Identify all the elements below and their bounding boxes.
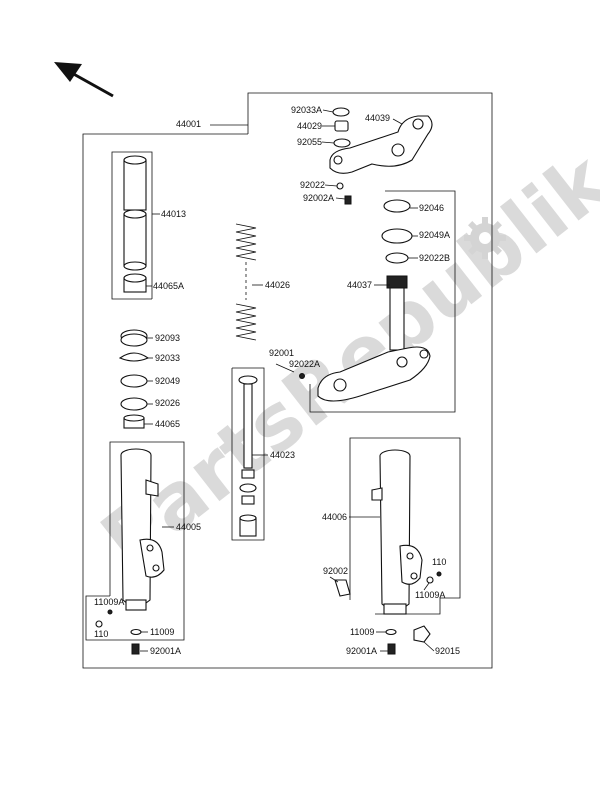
left-outer-tube-box	[85, 441, 185, 641]
direction-arrow-icon	[54, 62, 114, 98]
fork-spring-44026	[235, 223, 257, 341]
assembly-frame-44001	[82, 92, 493, 669]
label-92001A-left: 92001A	[150, 646, 181, 656]
label-92022B: 92022B	[419, 253, 450, 263]
label-92033A: 92033A	[291, 105, 322, 115]
label-92001: 92001	[269, 348, 294, 358]
label-92002: 92002	[323, 566, 348, 576]
stem-box	[309, 190, 456, 413]
label-44005: 44005	[176, 522, 201, 532]
label-92093: 92093	[155, 333, 180, 343]
label-44023: 44023	[270, 450, 295, 460]
label-92015: 92015	[435, 646, 460, 656]
label-92049: 92049	[155, 376, 180, 386]
label-92002A: 92002A	[303, 193, 334, 203]
label-44001: 44001	[176, 119, 201, 129]
label-44013: 44013	[161, 209, 186, 219]
stem-group-44037	[317, 199, 431, 402]
damper-rod-box	[231, 367, 265, 541]
inner-tube-44013	[123, 155, 147, 293]
label-44065: 44065	[155, 419, 180, 429]
right-outer-tube-box	[349, 437, 461, 615]
label-110-right: 110	[432, 557, 446, 567]
right-outer-tube-44006	[334, 449, 442, 655]
label-11009A-right: 11009A	[415, 590, 445, 600]
bolt-92001	[275, 363, 305, 379]
label-92022A: 92022A	[289, 359, 320, 369]
left-seal-stack	[118, 329, 150, 429]
label-44026: 44026	[265, 280, 290, 290]
label-11009-right: 11009	[350, 627, 374, 637]
gear-icon	[464, 217, 506, 259]
label-11009-left: 11009	[150, 627, 174, 637]
label-92026: 92026	[155, 398, 180, 408]
label-92001A-right: 92001A	[346, 646, 377, 656]
label-110-left: 110	[94, 629, 108, 639]
label-92046: 92046	[419, 203, 444, 213]
damper-rod-44023	[238, 375, 258, 537]
label-44037: 44037	[347, 280, 372, 290]
label-44065A: 44065A	[153, 281, 184, 291]
label-92055: 92055	[297, 137, 322, 147]
left-outer-tube-44005	[95, 448, 165, 655]
label-92049A: 92049A	[419, 230, 450, 240]
inner-tube-box	[111, 151, 153, 300]
label-44029: 44029	[297, 121, 322, 131]
label-44039: 44039	[365, 113, 390, 123]
label-11009A-left: 11009A	[94, 597, 124, 607]
label-92022: 92022	[300, 180, 325, 190]
label-44006: 44006	[322, 512, 347, 522]
label-92033: 92033	[155, 353, 180, 363]
